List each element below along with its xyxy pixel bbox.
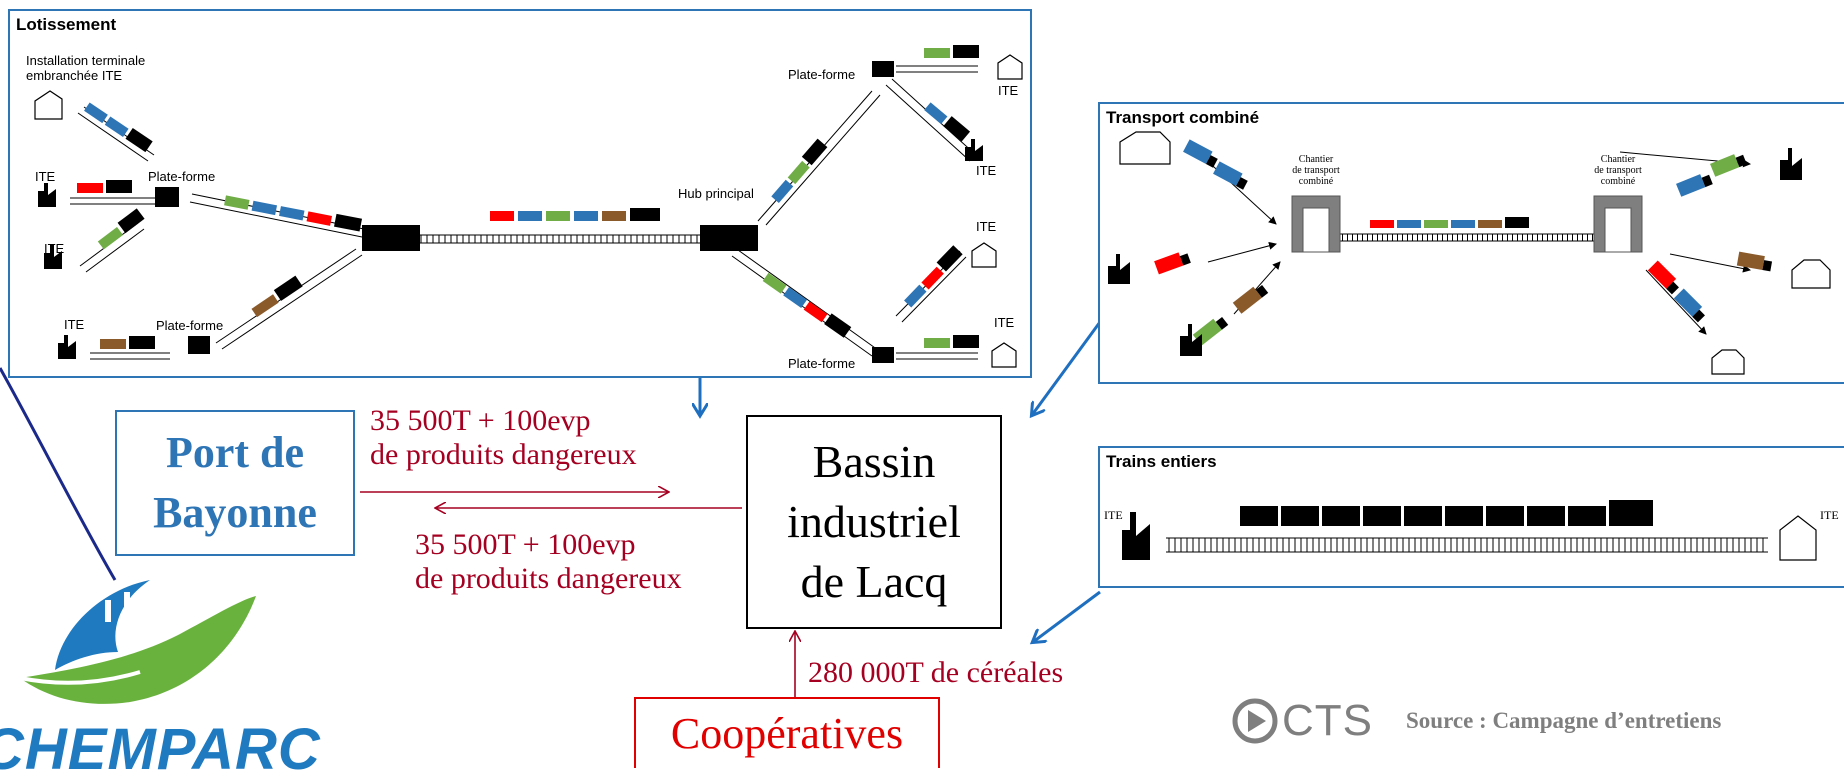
ite-label: ITE: [998, 83, 1019, 98]
platform-label: Plate-forme: [148, 169, 216, 184]
train-top-left: [84, 102, 153, 153]
platform-block: [188, 336, 210, 354]
platform-label: Plate-forme: [788, 67, 856, 82]
lotissement-network-diagram: [34, 45, 1023, 368]
truck-icon: [1183, 139, 1218, 168]
ite-label: ITE: [64, 317, 85, 332]
combine-train: [1370, 217, 1529, 228]
ite-label: ITE: [1820, 508, 1839, 522]
platform-label: Plate-forme: [156, 318, 224, 333]
tracks-right: [731, 65, 978, 360]
full-train: [1240, 500, 1653, 526]
factory-icon: [1108, 148, 1802, 356]
warehouse-icon: [34, 54, 1023, 368]
train-right-lower: [904, 245, 963, 308]
trains-entiers-diagram: [1122, 500, 1817, 561]
chemparc-logo-graphic: [19, 580, 256, 704]
platform-block: [872, 347, 894, 363]
truck-icon: [1676, 174, 1713, 197]
train-bottom-diag: [251, 275, 303, 318]
panel-transport-combine: Transport combiné: [1098, 102, 1844, 384]
main-trunk-track: [420, 234, 700, 244]
hub-left-block: [362, 225, 420, 251]
platform-label: Plate-forme: [788, 356, 856, 371]
ite-label: ITE: [976, 219, 997, 234]
ite-label: ITE: [1104, 508, 1123, 522]
train-right-up: [771, 138, 828, 203]
terminal-label: Chantier de transport combiné: [1292, 154, 1340, 187]
ite-label: ITE: [35, 169, 56, 184]
node-cooperatives-label: Coopératives: [670, 708, 904, 758]
factory-icon: [38, 139, 983, 359]
truck-icon: [1213, 161, 1248, 190]
terminal-gantry-icon: [1593, 195, 1643, 253]
arrow-combine-to-bassin: [1032, 321, 1102, 415]
node-port-label: Port de Bayonne: [153, 428, 317, 537]
logo-connector-curve: [0, 367, 117, 581]
train-top-right: [924, 45, 979, 58]
panel-trains-entiers: Trains entiers ITE ITE: [1098, 446, 1844, 588]
arrow-trains-to-bassin: [1033, 590, 1101, 642]
truck-icon: [1710, 154, 1747, 177]
transport-combine-diagram: [1108, 131, 1831, 375]
panel-title: Trains entiers: [1106, 452, 1217, 471]
train-bottom-right: [924, 335, 979, 348]
train-lower-left: [97, 208, 145, 250]
ite-label: ITE: [994, 315, 1015, 330]
train-left-diag: [224, 195, 363, 232]
truck-icon: [1736, 251, 1773, 272]
truck-icon: [1647, 260, 1679, 295]
chemparc-wordmark: CHEMPARC: [0, 717, 321, 782]
hub-principal-block: [700, 225, 758, 251]
cts-logo-icon: [1232, 698, 1278, 744]
flow-label-bassin-to-port: 35 500T + 100evp de produits dangereux: [415, 528, 682, 595]
terminal-gantry-icon: [1291, 195, 1341, 253]
truck-icon: [1154, 252, 1191, 275]
train-ite-bottom: [100, 336, 155, 349]
node-bassin-label: Bassin industriel de Lacq: [787, 436, 961, 607]
train-ite-1: [77, 180, 132, 193]
source-text: Source : Campagne d’entretiens: [1406, 708, 1722, 733]
panel-title: Transport combiné: [1106, 108, 1260, 127]
truck-icon: [1232, 284, 1269, 314]
ite-label: ITE: [44, 241, 65, 256]
warehouse-icon: [1779, 515, 1817, 561]
panel-title: Lotissement: [16, 15, 117, 34]
factory-icon: [1122, 512, 1150, 560]
ite-label: ITE: [976, 163, 997, 178]
train-right-down: [762, 272, 852, 338]
ite-installation-label: Installation terminale embranchée ITE: [26, 53, 146, 83]
hub-label: Hub principal: [678, 186, 754, 201]
node-bassin-industriel: Bassin industriel de Lacq: [746, 415, 1002, 629]
train-trunk: [490, 208, 660, 221]
node-port-de-bayonne: Port de Bayonne: [115, 410, 355, 556]
chemparc-logo: CHEMPARC: [0, 560, 320, 780]
cts-brand: CTS: [1282, 696, 1373, 745]
truck-icon: [1673, 288, 1705, 323]
warehouse-icon: [1119, 131, 1831, 375]
node-cooperatives: Coopératives: [634, 697, 940, 768]
panel-lotissement: Lotissement: [8, 9, 1032, 378]
flow-label-port-to-bassin: 35 500T + 100evp de produits dangereux: [370, 404, 637, 471]
train-right-mid: [924, 102, 971, 142]
platform-block: [872, 61, 894, 77]
flow-label-coop-to-bassin: 280 000T de céréales: [808, 656, 1064, 689]
terminal-label: Chantier de transport combiné: [1594, 154, 1642, 187]
source-credit: CTS Source : Campagne d’entretiens: [1232, 696, 1844, 746]
platform-block: [155, 187, 179, 207]
